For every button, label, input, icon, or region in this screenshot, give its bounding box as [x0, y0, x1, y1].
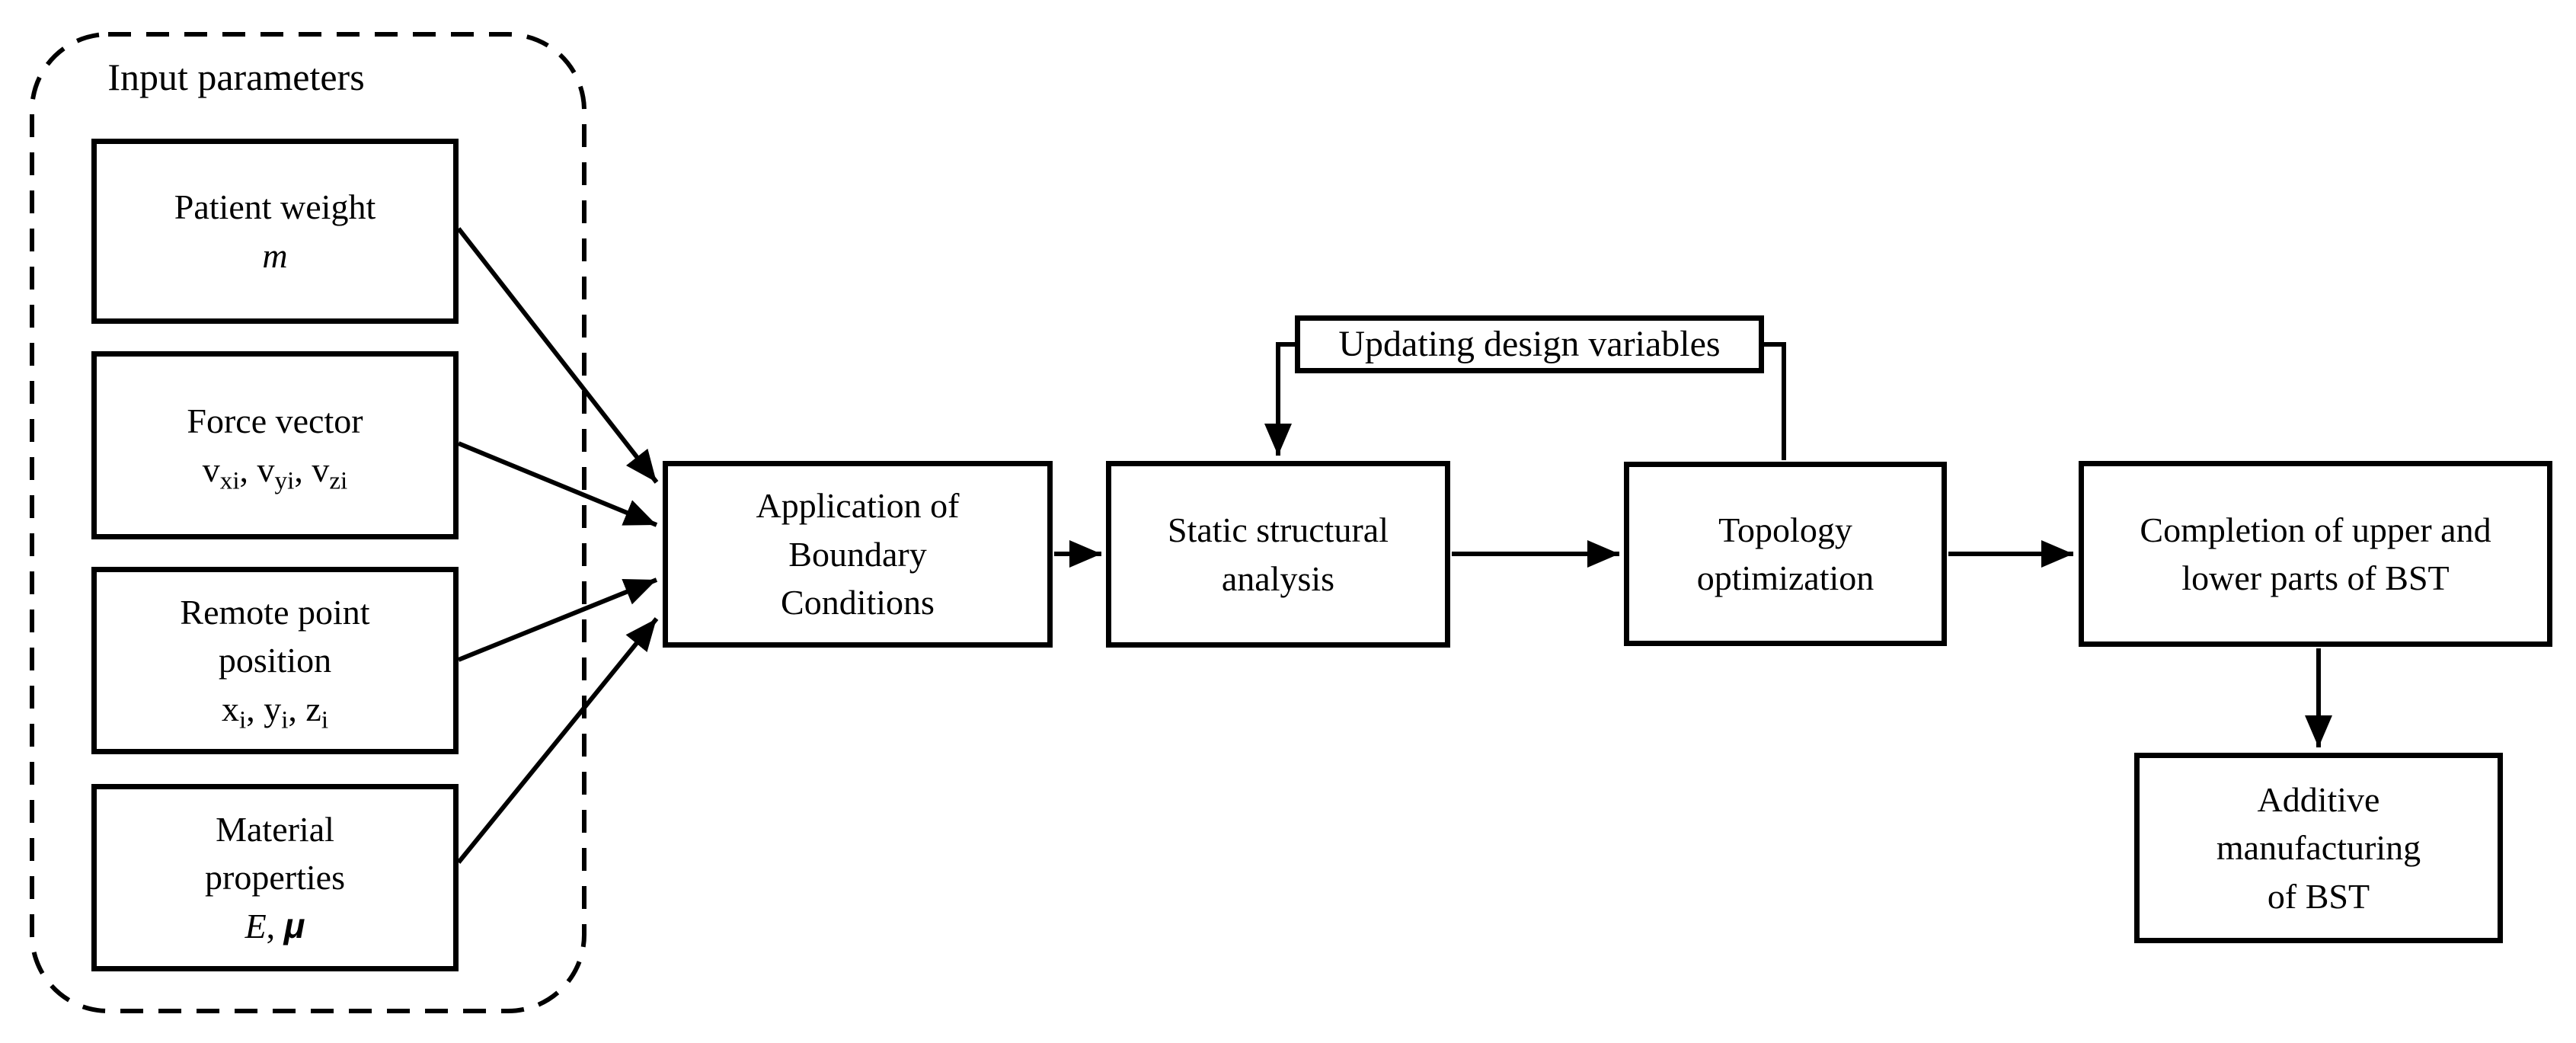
input-parameters-label: Input parameters — [107, 56, 365, 98]
arrow-remote-point-to-application — [457, 577, 658, 662]
process-box-static-structural-analysis: Static structural analysis — [1106, 461, 1450, 648]
input-box-patient-weight: Patient weight m — [91, 139, 459, 324]
process-box-completion-of-bst-parts: Completion of upper and lower parts of B… — [2079, 461, 2552, 647]
input-box-material-properties: Material properties E, μ — [91, 784, 459, 971]
input-box-remote-point-position: Remote point position xi, yi, zi — [91, 567, 459, 754]
arrow-patient-weight-to-application — [456, 227, 659, 484]
text-line: xi, yi, zi — [221, 689, 329, 734]
process-box-topology-optimization: Topology optimization — [1624, 462, 1947, 646]
text-line: Patient weight — [174, 187, 376, 227]
text-line: vxi, vyi, vzi — [202, 450, 348, 494]
text-line: properties — [205, 858, 345, 897]
feedback-box-updating-design-variables: Updating design variables — [1295, 315, 1764, 373]
input-box-force-vector: Force vector vxi, vyi, vzi — [91, 351, 459, 539]
text-line: Force vector — [187, 402, 363, 441]
text-line: position — [218, 641, 332, 680]
text-line: Material — [216, 809, 334, 849]
text-line: m — [262, 235, 288, 275]
line-topology-to-updating — [1763, 342, 1786, 460]
arrow-force-vector-to-application — [457, 441, 658, 527]
process-box-application-of-boundary-conditions: Application of Boundary Conditions — [663, 461, 1053, 648]
text-line: Remote point — [180, 592, 370, 632]
text-line: E, μ — [244, 905, 305, 945]
process-box-additive-manufacturing: Additive manufacturing of BST — [2134, 753, 2503, 943]
arrow-material-properties-to-application — [456, 617, 659, 864]
